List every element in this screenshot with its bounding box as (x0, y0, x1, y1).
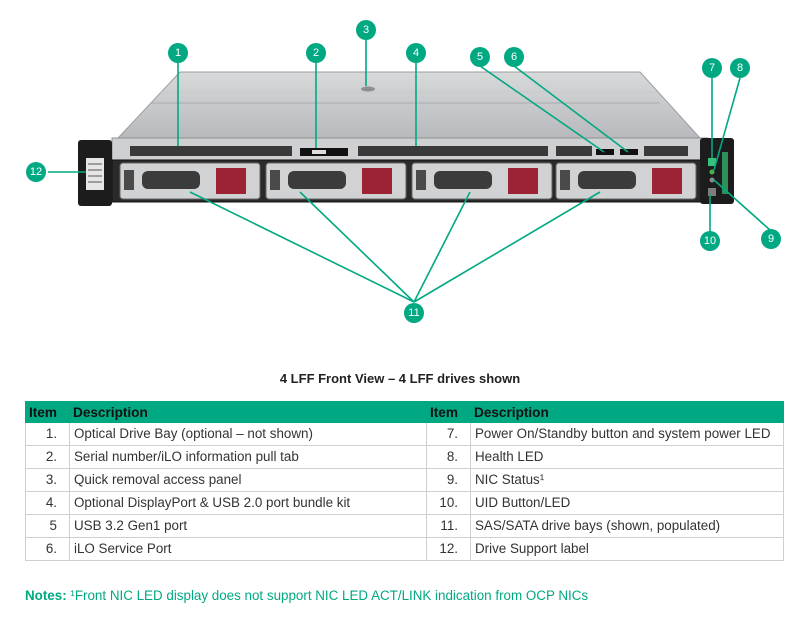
callout-2: 2 (306, 43, 326, 63)
item-number: 9. (426, 468, 471, 492)
callout-11: 11 (404, 303, 424, 323)
ilo-service-port (620, 149, 638, 155)
server-top-cover (116, 71, 702, 139)
quick-removal-access-panel (361, 86, 375, 92)
table-row: 6. iLO Service Port 12. Drive Support la… (25, 537, 784, 561)
callout-6: 6 (504, 47, 524, 67)
drive-bays (119, 162, 697, 200)
header-item-right: Item (426, 401, 471, 423)
uid-button (708, 188, 716, 196)
component-table: Item Description Item Description 1. Opt… (25, 401, 784, 561)
item-number: 4. (25, 491, 70, 515)
item-number: 8. (426, 445, 471, 469)
item-description: NIC Status¹ (470, 468, 784, 492)
table-header-row: Item Description Item Description (25, 401, 784, 423)
table-row: 5 USB 3.2 Gen1 port 11. SAS/SATA drive b… (25, 514, 784, 538)
item-number: 7. (426, 422, 471, 446)
table-row: 3. Quick removal access panel 9. NIC Sta… (25, 468, 784, 492)
left-rack-ear (78, 140, 112, 206)
table-row: 4. Optional DisplayPort & USB 2.0 port b… (25, 491, 784, 515)
svg-text:11: 11 (408, 307, 419, 319)
svg-text:2: 2 (313, 47, 319, 59)
leader-lines (48, 40, 771, 303)
item-description: Power On/Standby button and system power… (470, 422, 784, 446)
svg-text:6: 6 (511, 51, 517, 63)
figure-caption: 4 LFF Front View – 4 LFF drives shown (279, 371, 521, 386)
notes-label: Notes: (25, 588, 67, 603)
header-description-left: Description (69, 401, 427, 423)
footnote: Notes: ¹Front NIC LED display does not s… (25, 588, 588, 603)
svg-text:3: 3 (363, 24, 369, 36)
item-description: USB 3.2 Gen1 port (69, 514, 427, 538)
item-description: Health LED (470, 445, 784, 469)
item-description: Optical Drive Bay (optional – not shown) (69, 422, 427, 446)
item-description: Drive Support label (470, 537, 784, 561)
table-row: 1. Optical Drive Bay (optional – not sho… (25, 422, 784, 446)
item-number: 12. (426, 537, 471, 561)
callout-5: 5 (470, 47, 490, 67)
item-number: 1. (25, 422, 70, 446)
usb-port (596, 149, 614, 155)
svg-text:10: 10 (704, 235, 716, 247)
svg-text:7: 7 (709, 62, 715, 74)
callout-8: 8 (730, 58, 750, 78)
optical-drive-vent (130, 146, 292, 156)
item-number: 5 (25, 514, 70, 538)
svg-text:9: 9 (768, 233, 774, 245)
item-number: 2. (25, 445, 70, 469)
item-description: SAS/SATA drive bays (shown, populated) (470, 514, 784, 538)
header-item-left: Item (25, 401, 70, 423)
drive-support-label (86, 158, 104, 190)
svg-text:4: 4 (413, 47, 419, 59)
callout-12: 12 (26, 162, 46, 182)
drive-bay-1 (119, 162, 261, 200)
right-rack-ear (700, 138, 734, 204)
item-number: 11. (426, 514, 471, 538)
svg-text:1: 1 (175, 47, 181, 59)
drive-bay-2 (265, 162, 407, 200)
callout-4: 4 (406, 43, 426, 63)
callout-1: 1 (168, 43, 188, 63)
item-description: Serial number/iLO information pull tab (69, 445, 427, 469)
notes-text: ¹Front NIC LED display does not support … (66, 588, 589, 603)
item-description: UID Button/LED (470, 491, 784, 515)
callout-7: 7 (702, 58, 722, 78)
callout-9: 9 (761, 229, 781, 249)
drive-bay-4 (555, 162, 697, 200)
header-description-right: Description (470, 401, 784, 423)
server-front-view-illustration: 1 2 3 4 5 6 7 8 9 10 11 12 (26, 20, 781, 323)
nic-status-led (709, 177, 715, 183)
svg-text:8: 8 (737, 62, 743, 74)
item-description: Optional DisplayPort & USB 2.0 port bund… (69, 491, 427, 515)
item-number: 10. (426, 491, 471, 515)
item-description: Quick removal access panel (69, 468, 427, 492)
displayport-usb-bundle-vent (358, 146, 548, 156)
svg-text:12: 12 (30, 166, 42, 178)
table-row: 2. Serial number/iLO information pull ta… (25, 445, 784, 469)
callout-3: 3 (356, 20, 376, 40)
drive-bay-3 (411, 162, 553, 200)
item-number: 3. (25, 468, 70, 492)
svg-text:5: 5 (477, 51, 483, 63)
callout-10: 10 (700, 231, 720, 251)
health-led (709, 169, 715, 175)
item-description: iLO Service Port (69, 537, 427, 561)
power-button-led (708, 158, 716, 166)
item-number: 6. (25, 537, 70, 561)
